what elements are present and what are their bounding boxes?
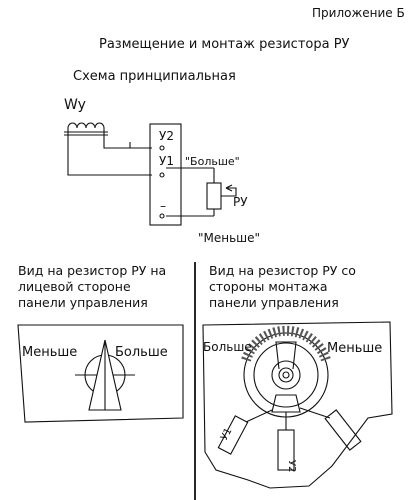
front-view-line: Вид на резистор РУ на	[18, 263, 167, 278]
terminal-block	[149, 123, 182, 226]
back-label-less: Меньше	[327, 341, 382, 356]
back-plug-right	[324, 409, 362, 451]
wiper-arrow	[225, 184, 233, 192]
back-lead-right	[299, 407, 331, 419]
terminal-label-minus: –	[160, 199, 166, 213]
resistor-label-ru: РУ	[233, 195, 248, 209]
back-resistor-inner-ring	[253, 342, 319, 408]
back-panel-outline	[202, 321, 393, 489]
schema-title: Схема принципиальная	[73, 69, 236, 84]
back-plug-y2	[277, 429, 295, 471]
back-shaft	[278, 367, 294, 383]
coil-label-wy: Wy	[64, 97, 86, 113]
back-lead-left	[245, 409, 273, 423]
back-resistive-track	[241, 325, 331, 362]
coil-lead-right	[103, 128, 152, 149]
resistor-ru	[206, 182, 222, 210]
back-view-line: Вид на резистор РУ со	[209, 263, 356, 278]
front-view-line: панели управления	[18, 295, 148, 310]
back-plug-label-y2: У2	[286, 460, 297, 472]
back-view-caption: Вид на резистор РУ со стороны монтажа па…	[209, 263, 356, 311]
terminal-y1	[159, 172, 165, 178]
coil-lead-left	[67, 128, 152, 176]
back-view-line: стороны монтажа	[209, 279, 328, 294]
front-panel-outline	[17, 324, 184, 423]
appendix-label: Приложение Б	[312, 6, 405, 20]
back-view-line: панели управления	[209, 295, 339, 310]
terminal-minus	[159, 213, 165, 219]
terminal-label-more: "Больше"	[185, 155, 240, 168]
back-shaft-center	[282, 371, 290, 379]
terminal-y2	[159, 145, 165, 151]
terminal-label-less: "Меньше"	[198, 231, 260, 245]
back-label-more: Больше	[203, 340, 252, 354]
back-plug-label-y1: У1	[219, 426, 235, 442]
back-hub	[271, 360, 301, 390]
front-view-caption: Вид на резистор РУ на лицевой стороне па…	[18, 263, 166, 311]
terminal-label-y1: У1	[159, 154, 174, 168]
front-view-line: лицевой стороне	[18, 279, 131, 294]
front-label-more: Больше	[115, 345, 168, 360]
back-wiper	[275, 341, 297, 370]
front-label-less: Меньше	[22, 345, 77, 360]
back-plug-y1	[217, 415, 249, 455]
page-title: Размещение и монтаж резистора РУ	[99, 37, 350, 52]
coil-winding	[67, 122, 105, 129]
back-terminal-block	[271, 394, 301, 413]
wiper-lead	[221, 187, 237, 197]
terminal-label-y2: У2	[159, 129, 174, 143]
